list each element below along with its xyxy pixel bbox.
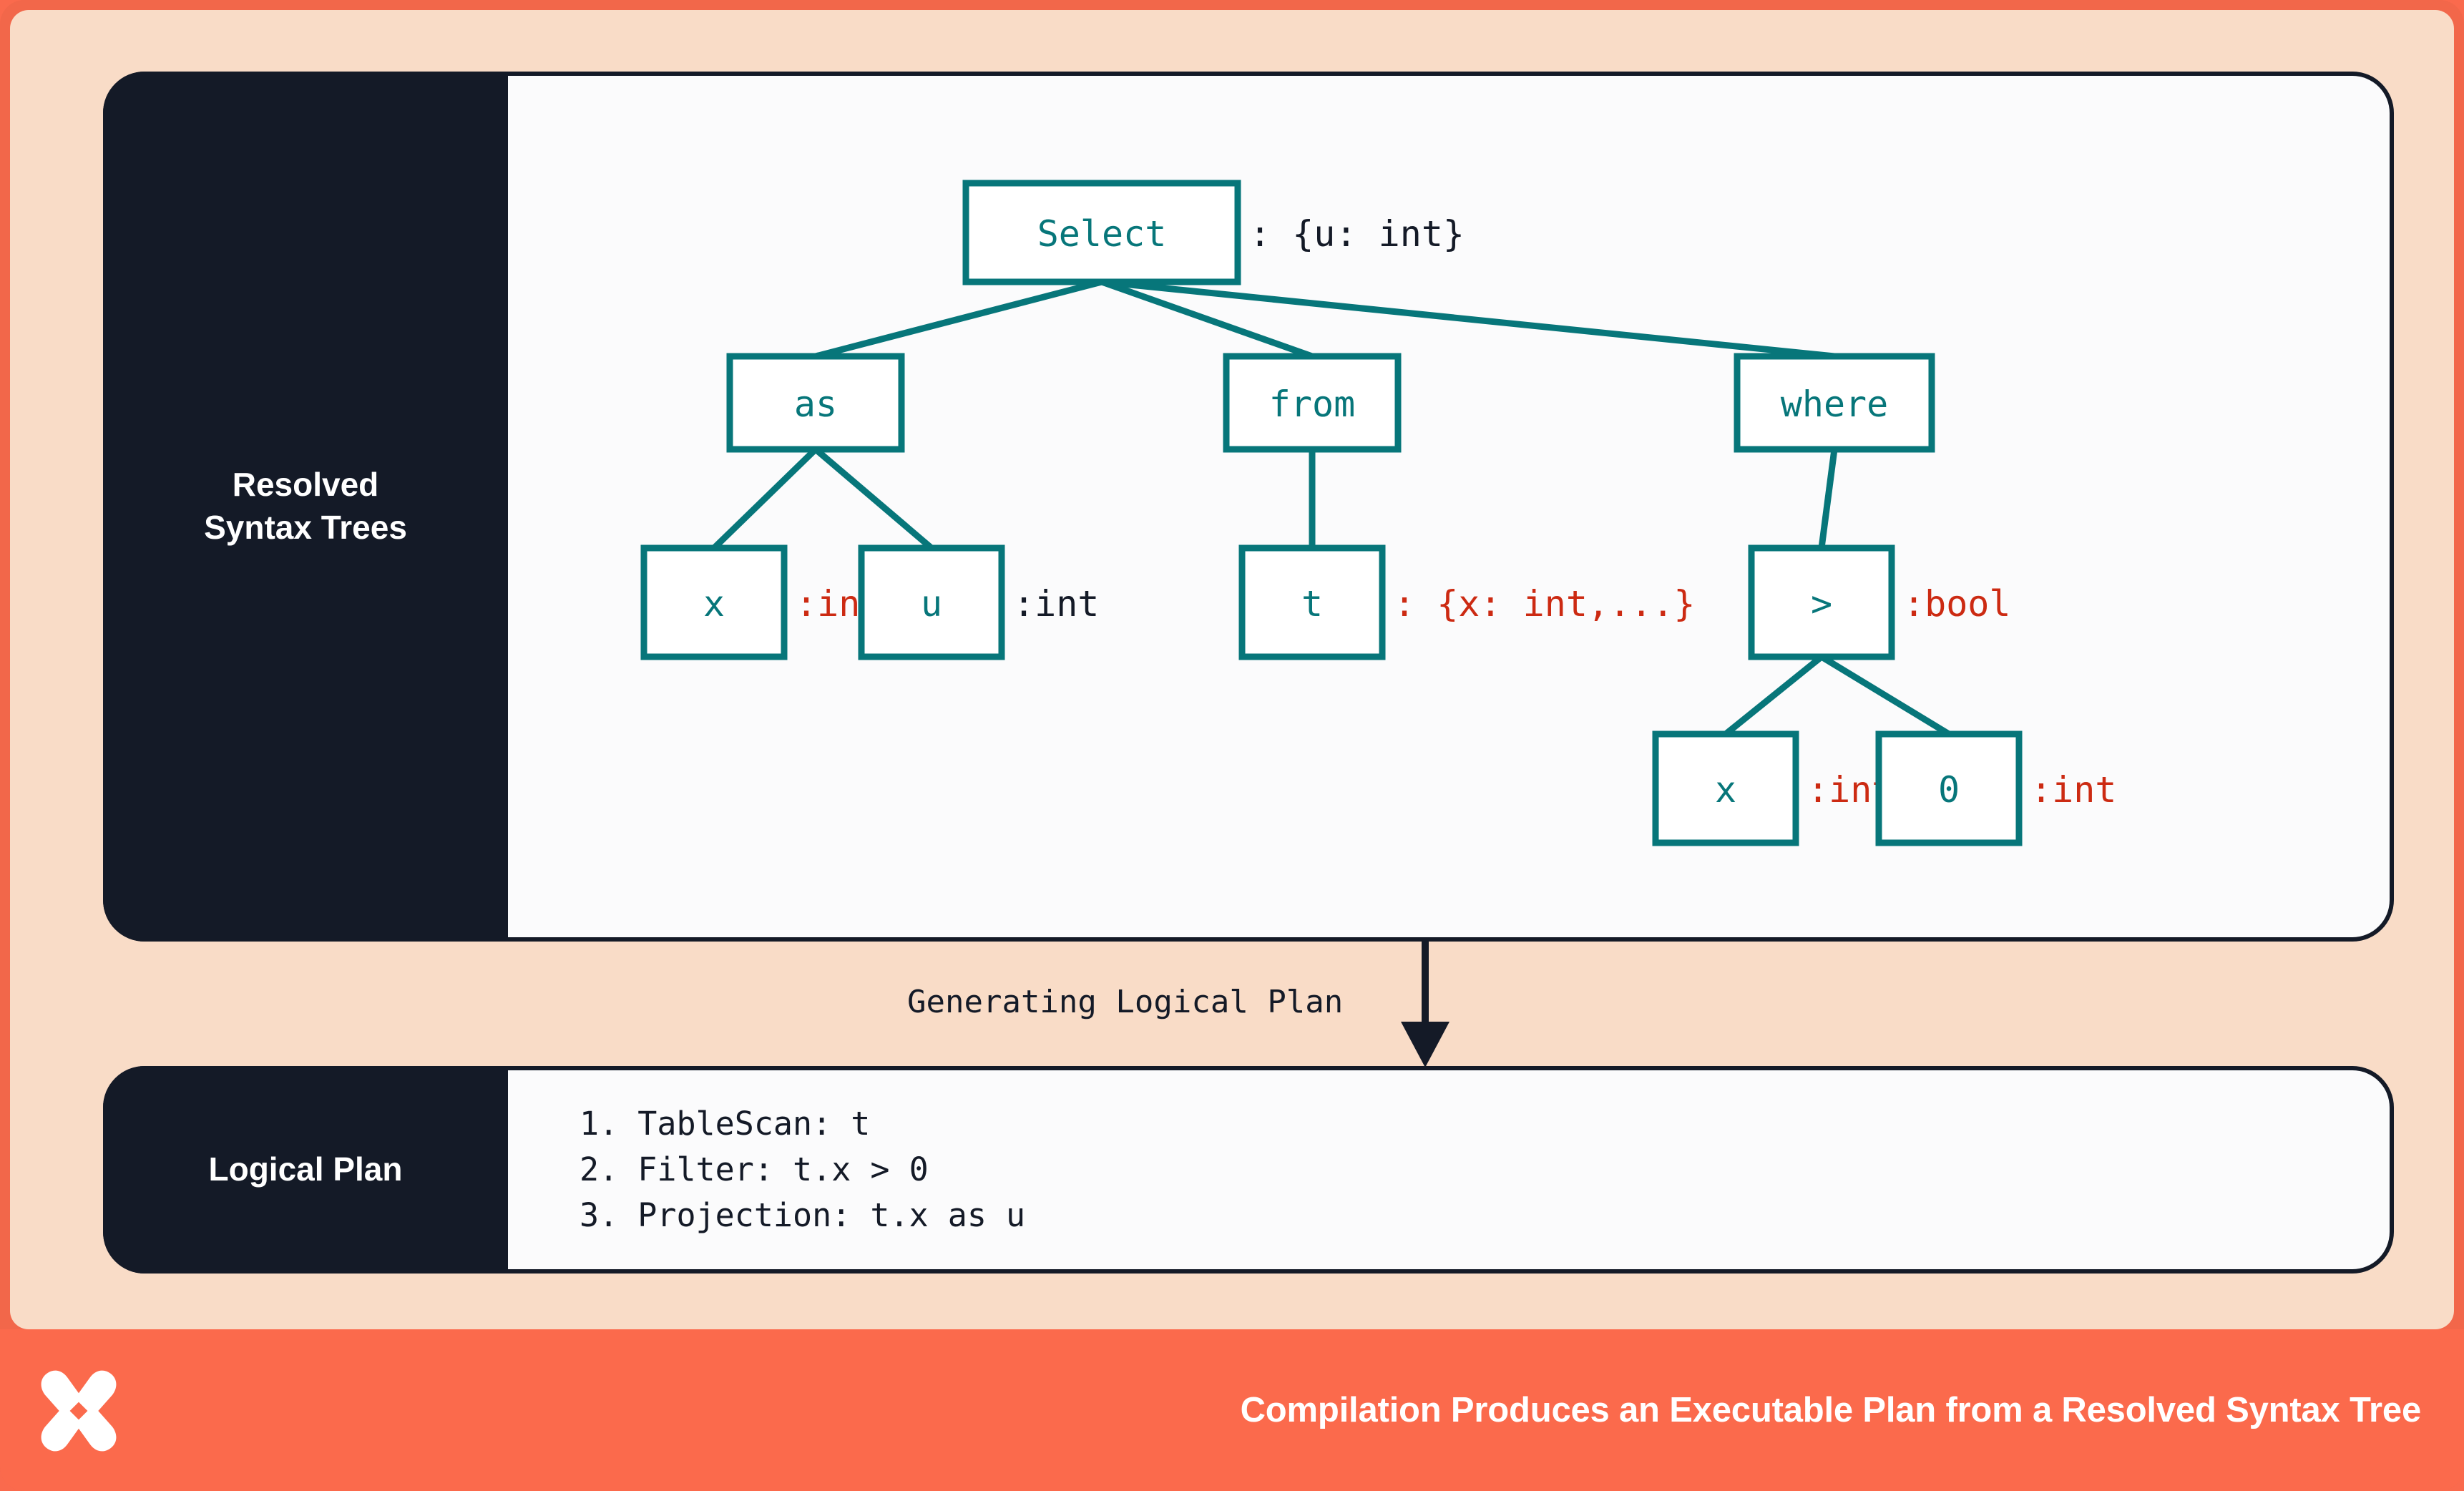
- footer-bar: Compilation Produces an Executable Plan …: [0, 1329, 2464, 1491]
- rst-label-line-1: Resolved: [232, 466, 379, 504]
- tree-node-box: [962, 180, 1241, 285]
- tree-node-type-annotation: :int: [2030, 769, 2116, 811]
- transition-arrow-icon: [1401, 942, 1449, 1067]
- tree-node-gt[interactable]: > :bool: [1748, 544, 2011, 660]
- tree-edge: [814, 278, 1103, 360]
- logical-plan-step: 1. TableScan: t: [580, 1105, 871, 1143]
- logical-plan-steps-list: 1. TableScan: t 2. Filter: t.x > 0 3. Pr…: [508, 1070, 2390, 1269]
- tree-node-label: where: [1781, 383, 1889, 425]
- tree-node-box: [726, 353, 905, 453]
- rst-label-line-2: Syntax Trees: [204, 509, 407, 546]
- tree-node-label: from: [1269, 383, 1355, 425]
- logical-plan-step: 2. Filter: t.x > 0: [580, 1150, 929, 1189]
- tree-edge: [1100, 278, 1314, 360]
- tree-node-type-annotation: :int: [1013, 583, 1099, 625]
- tree-node-as-x[interactable]: x:int: [640, 544, 881, 660]
- tree-node-box: [1748, 544, 1895, 660]
- tree-node-gt-zero[interactable]: 0 :int: [1875, 730, 2116, 846]
- resolved-syntax-trees-card: Resolved Syntax Trees Select : {u: int} as…: [103, 72, 2394, 942]
- tree-edge: [1101, 278, 1835, 360]
- tree-node-label: t: [1301, 583, 1323, 625]
- logical-plan-card: Logical Plan 1. TableScan: t 2. Filter: …: [103, 1066, 2394, 1274]
- tree-edge-group: [711, 278, 1951, 737]
- tree-node-label: Select: [1037, 213, 1167, 255]
- tree-node-type-annotation: : {x: int,...}: [1394, 583, 1695, 625]
- tree-node-select[interactable]: Select : {u: int}: [962, 180, 1465, 285]
- tree-node-from[interactable]: from: [1223, 353, 1402, 453]
- tree-node-label: x: [1715, 769, 1736, 811]
- generating-logical-plan-label: Generating Logical Plan: [907, 984, 1344, 1020]
- tree-node-label: 0: [1938, 769, 1960, 811]
- tree-node-box: [1652, 730, 1799, 846]
- x-butterfly-logo-icon: [41, 1370, 117, 1452]
- tree-edge: [711, 446, 818, 551]
- tree-node-as-u[interactable]: u :int: [858, 544, 1099, 660]
- tree-node-box: [1223, 353, 1402, 453]
- logical-plan-step: 3. Projection: t.x as u: [580, 1196, 1026, 1234]
- footer-caption: Compilation Produces an Executable Plan …: [1240, 1391, 2422, 1429]
- tree-node-from-t[interactable]: t : {x: int,...}: [1238, 544, 1695, 660]
- tree-node-as[interactable]: as: [726, 353, 905, 453]
- tree-edge: [1819, 654, 1951, 737]
- tree-node-label: u: [921, 583, 942, 625]
- tree-node-type-annotation: :bool: [1903, 583, 2011, 625]
- logical-plan-section-label: Logical Plan: [103, 1066, 508, 1274]
- tree-node-box: [858, 544, 1005, 660]
- tree-node-label: x: [703, 583, 725, 625]
- tree-node-box: [640, 544, 788, 660]
- tree-node-box: [1238, 544, 1386, 660]
- rst-section-label: Resolved Syntax Trees: [103, 72, 508, 942]
- tree-edge: [1818, 449, 1838, 549]
- tree-node-box: [1734, 353, 1935, 453]
- tree-node-box: [1875, 730, 2023, 846]
- tree-node-gt-x[interactable]: x:int: [1652, 730, 1893, 846]
- tree-node-label: as: [794, 383, 837, 425]
- tree-node-where[interactable]: where: [1734, 353, 1935, 453]
- tree-node-type-annotation: : {u: int}: [1249, 213, 1465, 255]
- tree-edge: [813, 446, 934, 551]
- tree-edge: [1724, 654, 1824, 737]
- tree-node-label: >: [1811, 583, 1832, 625]
